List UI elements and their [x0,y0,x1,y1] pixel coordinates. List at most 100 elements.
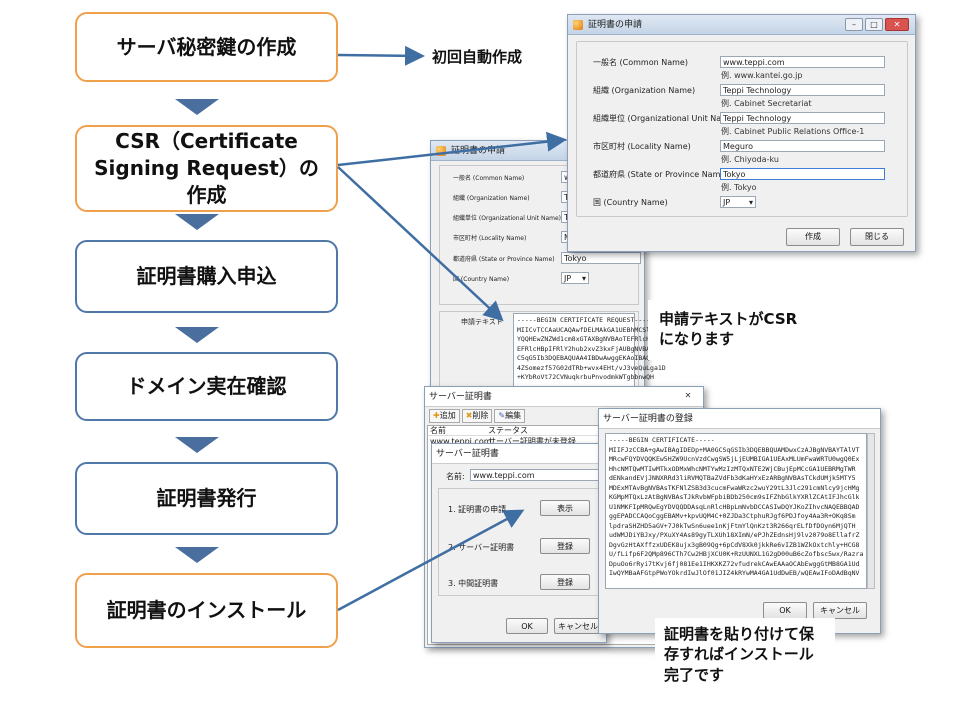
org-unit-field[interactable]: Teppi Technology [720,112,885,124]
text-line: IwQYMBaAFGtpPWoYOkrdIwJlOf01JIZ4kRYwMA4G… [609,569,860,577]
cert-textarea[interactable]: -----BEGIN CERTIFICATE----- MIIFJzCCBA+g… [605,433,867,589]
delete-button[interactable]: ✖削除 [461,409,493,423]
close-button[interactable]: 閉じる [850,228,904,246]
step-purchase: 証明書購入申込 [75,240,338,313]
step-install: 証明書のインストール [75,573,338,648]
maximize-icon[interactable]: □ [865,18,883,31]
step-issue: 証明書発行 [75,462,338,535]
country-select[interactable]: JP [561,272,589,284]
cancel-button[interactable]: キャンセル [554,618,602,634]
flow-arrow-down [175,214,219,230]
text-line: -----BEGIN CERTIFICATE----- [609,436,715,444]
text-line: lpdraSHZHD5aGV+7J0kTwSn6uee1nKjFtmYlQnKz… [609,521,856,530]
csr-note-box [648,300,848,360]
state-field[interactable]: Tokyo [561,252,641,264]
field-label: 都道府県 (State or Province Name) [593,170,729,179]
edit-button[interactable]: ✎編集 [494,409,526,423]
field-example: 例. Cabinet Secretariat [721,99,812,108]
field-label: 市区町村 (Locality Name) [593,142,691,151]
register-intermediate-button[interactable]: 登録 [540,574,590,590]
state-field[interactable]: Tokyo [720,168,885,180]
window-controls: ✕ [679,390,697,403]
register-cert-dialog: サーバー証明書の登録 -----BEGIN CERTIFICATE----- M… [598,408,881,634]
add-icon: ✚ [433,411,440,420]
name-field[interactable]: www.teppi.com [470,469,600,481]
create-button[interactable]: 作成 [786,228,840,246]
edit-label: 編集 [505,411,522,420]
text-line: EFRlcHBpIFRlY2hub2xvZ3kxFjAUBgNVBAMTDXd3 [517,344,674,353]
table-header: 名前 ステータス [428,426,700,436]
field-label: 組織単位 (Organizational Unit Name) [453,215,562,222]
close-icon[interactable]: ✕ [684,391,692,400]
fields-group [576,41,908,217]
delete-icon: ✖ [465,411,473,420]
organization-field[interactable]: Teppi Technology [720,84,885,96]
text-line: udWMJDiYBJxy/PXuXY4As89gyTLXUh18XImN/ePJ… [609,531,860,539]
text-line: DpuOo6rRyi7tKvj6fj081Ee1IHKXKZ72vfudrekC… [609,559,860,568]
table-cell: サーバー証明書が未登録 [488,437,576,446]
title-bar: サーバー証明書の登録 [599,409,880,429]
step-label: 証明書のインストール [106,598,307,622]
ok-button[interactable]: OK [506,618,548,634]
table-cell: www.teppi.com [430,437,492,446]
step-label: サーバ秘密鍵の作成 [116,34,297,59]
name-label: 名前: [446,472,465,481]
field-label: 一般名 (Common Name) [593,58,688,67]
app-icon [436,146,446,156]
step-domain-check: ドメイン実在確認 [75,352,338,421]
flow-arrow-down [175,99,219,115]
close-icon[interactable]: ✕ [885,18,909,31]
field-example: 例. Cabinet Public Relations Office-1 [721,127,865,136]
note-csr-text: 申請テキストがCSRになります [659,310,798,349]
text-line: U1NMKFIpMRQwEgYDVQQDDAsqLnRlcHBpLmNvbDCC… [609,502,860,511]
country-select[interactable]: JP [720,196,756,208]
intermediate-cert-item: 3. 中間証明書 [448,579,499,588]
text-line: dENkandEVjJNNXRRd3liRVMQTBaZVdFb3dKaHYxE… [609,474,856,482]
step-label: 証明書発行 [156,486,257,510]
ok-button[interactable]: OK [763,602,807,619]
cert-request-item: 1. 証明書の申請 [448,505,507,514]
column-header: ステータス [488,426,528,435]
field-label: 市区町村 (Locality Name) [453,235,527,242]
field-example: 例. Tokyo [721,183,757,192]
view-button[interactable]: 表示 [540,500,590,516]
flow-arrow-down [175,547,219,563]
add-label: 追加 [439,411,456,420]
field-label: 組織 (Organization Name) [593,86,696,95]
request-textarea[interactable]: -----BEGIN CERTIFICATE REQUEST----- MIIC… [513,313,674,395]
register-server-cert-button[interactable]: 登録 [540,538,590,554]
request-text-label: 申請テキスト [461,318,503,326]
vertical-scrollbar[interactable] [867,433,875,589]
edit-icon: ✎ [498,411,506,420]
text-line: HhcNMTQwMTIwMTkxODMxWhcNMTYwMzIzMTQxNTE2… [609,464,856,473]
text-line: MDExMTAvBgNVBAsTKFNlZSB3d3cucmFwaWRzc2wu… [609,483,860,492]
window-controls: – □ ✕ [845,18,909,31]
text-line: MIICvTCCAaUCAQAwfDELMAkGA1UEBhMCSlAxDjAM [517,325,674,334]
window-title: 証明書の申請 [588,20,643,30]
minimize-icon[interactable]: – [845,18,863,31]
step-server-key: サーバ秘密鍵の作成 [75,12,338,82]
text-line: MRcwFQYDVQQKEw5HZW9UcnVzdCwgSW5jLjEUMBIG… [609,455,860,463]
text-line: ggEPADCCAQoCggEBAMv+kpvUQM4C+0ZJDa3Ctphu… [609,512,856,520]
column-header: 名前 [430,426,446,435]
window-title: サーバー証明書 [436,449,499,459]
step-label: CSR（Certificate Signing Request）の作成 [94,129,319,207]
window-title: 証明書の申請 [451,146,506,156]
title-bar: 証明書の申請 – □ ✕ [568,15,915,35]
server-cert-item: 2. サーバー証明書 [448,543,515,552]
text-line: YQQHEwZNZWd1cm8xGTAXBgNVBAoTEFRlcHBpIFRl [517,335,674,343]
install-note-box [655,618,835,696]
window-title: サーバー証明書 [429,392,492,402]
common-name-field[interactable]: www.teppi.com [720,56,885,68]
text-line: -----BEGIN CERTIFICATE REQUEST----- [517,316,654,324]
window-title: サーバー証明書の登録 [603,414,693,424]
step-csr: CSR（Certificate Signing Request）の作成 [75,125,338,212]
locality-field[interactable]: Meguro [720,140,885,152]
text-line: U/fLifp6F2QMp896CTh7Cw2HBjXCU0K+RzUUNXL1… [609,550,864,558]
add-button[interactable]: ✚追加 [429,409,460,423]
note-paste-save: 証明書を貼り付けて保存すればインストール完了です [664,625,815,684]
app-icon [573,20,583,30]
table-row[interactable]: www.teppi.com サーバー証明書が未登録 [428,436,700,448]
cancel-button[interactable]: キャンセル [813,602,867,619]
text-line: MIIFJzCCBA+gAwIBAgIDEDp+MA0GCSqGSIb3DQEB… [609,445,860,454]
